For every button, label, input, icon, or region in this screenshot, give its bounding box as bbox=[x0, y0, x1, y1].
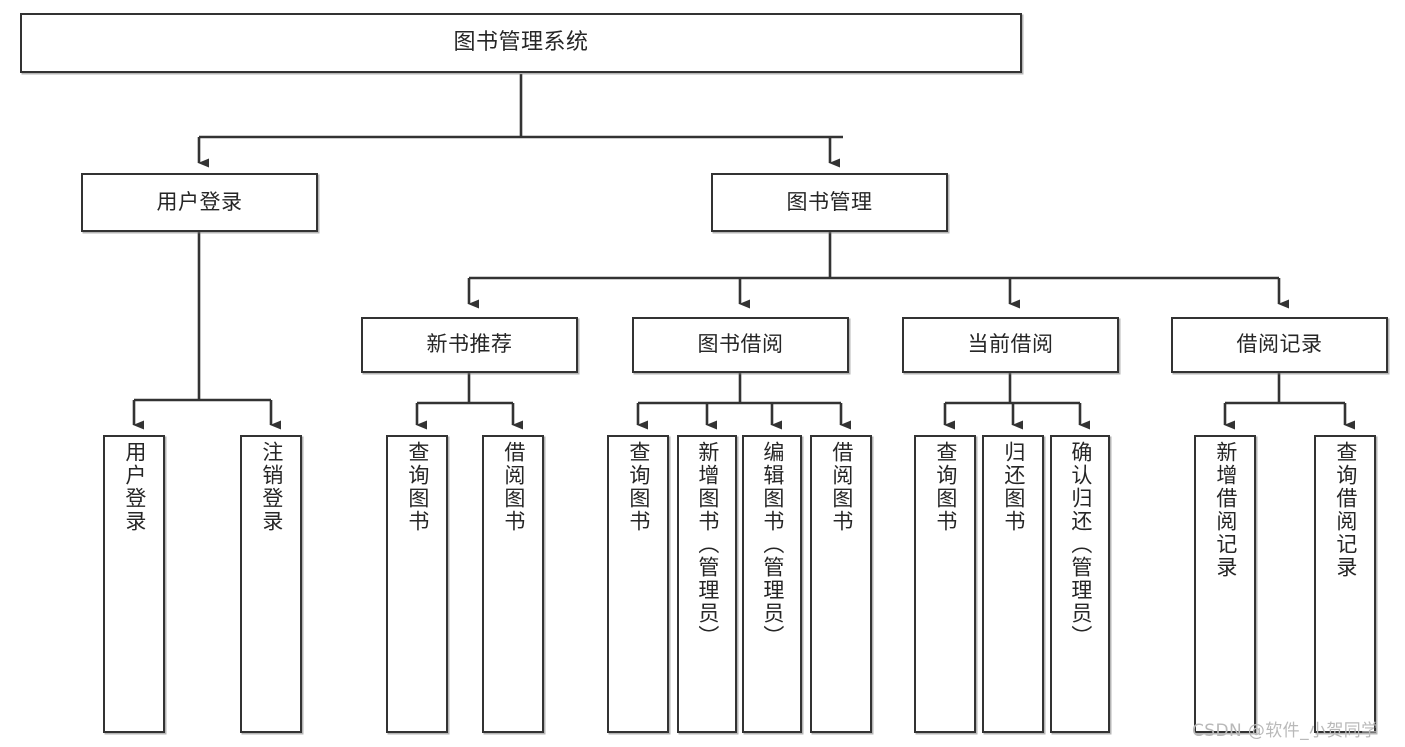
leaf-confirm-return[interactable]: 确认归还（管理员） bbox=[1050, 435, 1110, 733]
node-label: 查询图书 bbox=[626, 441, 651, 533]
leaf-user-login[interactable]: 用户登录 bbox=[103, 435, 165, 733]
node-label: 编辑图书（管理员） bbox=[760, 441, 785, 648]
node-new-book-recommend[interactable]: 新书推荐 bbox=[361, 317, 578, 373]
node-label: 当前借阅 bbox=[967, 332, 1054, 357]
node-label: 图书管理 bbox=[786, 189, 873, 214]
leaf-add-borrow-record[interactable]: 新增借阅记录 bbox=[1194, 435, 1256, 733]
node-borrow-record[interactable]: 借阅记录 bbox=[1171, 317, 1388, 373]
node-label: 图书管理系统 bbox=[453, 29, 589, 55]
node-label: 新书推荐 bbox=[426, 332, 513, 357]
node-label: 用户登录 bbox=[156, 189, 243, 214]
leaf-query-book-current[interactable]: 查询图书 bbox=[914, 435, 976, 733]
node-label: 借阅图书 bbox=[501, 441, 526, 533]
node-book-manage[interactable]: 图书管理 bbox=[711, 173, 948, 232]
node-label: 查询图书 bbox=[405, 441, 430, 533]
leaf-add-book[interactable]: 新增图书（管理员） bbox=[677, 435, 737, 733]
node-current-borrow[interactable]: 当前借阅 bbox=[902, 317, 1119, 373]
node-user-login[interactable]: 用户登录 bbox=[81, 173, 318, 232]
node-label: 查询图书 bbox=[933, 441, 958, 533]
leaf-borrow-book[interactable]: 借阅图书 bbox=[810, 435, 872, 733]
leaf-query-borrow-record[interactable]: 查询借阅记录 bbox=[1314, 435, 1376, 733]
node-label: 借阅记录 bbox=[1236, 332, 1323, 357]
node-label: 新增借阅记录 bbox=[1213, 441, 1238, 579]
node-label: 确认归还（管理员） bbox=[1068, 441, 1093, 648]
node-book-borrow[interactable]: 图书借阅 bbox=[632, 317, 849, 373]
node-root-system[interactable]: 图书管理系统 bbox=[20, 13, 1022, 73]
leaf-logout-login[interactable]: 注销登录 bbox=[240, 435, 302, 733]
node-label: 注销登录 bbox=[259, 441, 284, 533]
node-label: 归还图书 bbox=[1001, 441, 1026, 533]
csdn-watermark: CSDN @软件_小贺同学 bbox=[1192, 721, 1379, 741]
node-label: 用户登录 bbox=[122, 441, 147, 533]
leaf-return-book[interactable]: 归还图书 bbox=[982, 435, 1044, 733]
node-label: 查询借阅记录 bbox=[1333, 441, 1358, 579]
leaf-borrow-book-recommend[interactable]: 借阅图书 bbox=[482, 435, 544, 733]
leaf-edit-book[interactable]: 编辑图书（管理员） bbox=[742, 435, 802, 733]
node-label: 借阅图书 bbox=[829, 441, 854, 533]
node-label: 图书借阅 bbox=[697, 332, 784, 357]
leaf-query-book-borrow[interactable]: 查询图书 bbox=[607, 435, 669, 733]
leaf-query-book-recommend[interactable]: 查询图书 bbox=[386, 435, 448, 733]
node-label: 新增图书（管理员） bbox=[695, 441, 720, 648]
